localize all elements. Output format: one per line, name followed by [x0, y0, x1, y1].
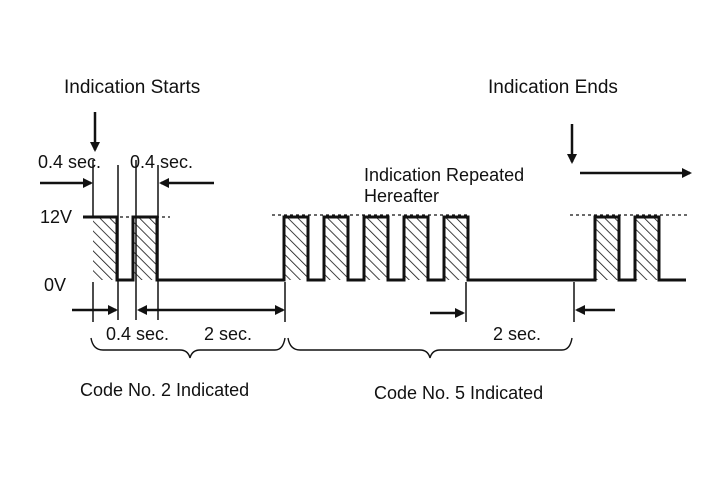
- pulse-9: [635, 217, 659, 280]
- indication-repeated-label: Indication Repeated: [364, 165, 524, 185]
- pulse-1: [93, 217, 117, 280]
- pause-label-1: 2 sec.: [204, 324, 252, 344]
- code-5-brace: [287, 337, 573, 359]
- pulse-width-top-label-1: 0.4 sec.: [38, 152, 101, 172]
- pulse-gap-bottom-label: 0.4 sec.: [106, 324, 169, 344]
- pulse-4: [324, 217, 348, 280]
- pulse-6: [404, 217, 428, 280]
- arrows: [40, 112, 692, 318]
- indication-starts-label: Indication Starts: [64, 77, 200, 98]
- hereafter-label: Hereafter: [364, 186, 439, 206]
- pulse-5: [364, 217, 388, 280]
- voltage-high-label: 12V: [40, 207, 72, 227]
- pulse-3: [284, 217, 308, 280]
- pulse-8: [595, 217, 619, 280]
- code-2-label: Code No. 2 Indicated: [80, 380, 249, 400]
- indication-ends-label: Indication Ends: [488, 77, 618, 98]
- code-braces: [90, 337, 573, 359]
- signal-waveform: [83, 215, 686, 282]
- pulse-fills: [93, 217, 659, 280]
- voltage-low-label: 0V: [44, 275, 66, 295]
- timing-reference-lines: [92, 160, 575, 322]
- pulse-width-top-label-2: 0.4 sec.: [130, 152, 193, 172]
- pulse-2: [133, 217, 157, 280]
- pulse-7: [444, 217, 468, 280]
- code-5-label: Code No. 5 Indicated: [374, 383, 543, 403]
- code-2-brace: [90, 337, 286, 359]
- pause-label-2: 2 sec.: [493, 324, 541, 344]
